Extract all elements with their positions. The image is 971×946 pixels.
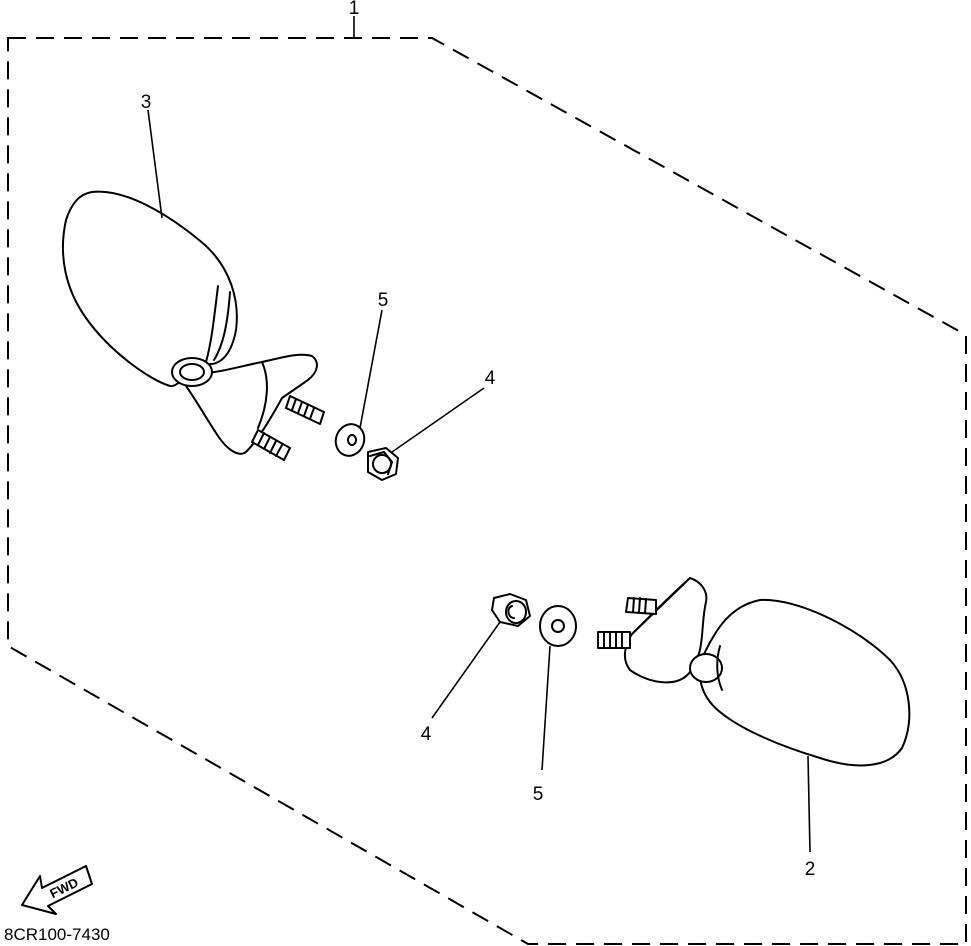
- callout-nut-upper: 4: [485, 368, 496, 389]
- left-mirror-stud-lower: [251, 429, 291, 461]
- callout-right-mirror: 2: [805, 859, 816, 880]
- left-mirror-stem: [181, 353, 318, 455]
- nut-lower-leader-line: [431, 621, 501, 719]
- right-mirror-stud-upper: [625, 597, 657, 615]
- callout-washer-lower: 5: [533, 784, 544, 805]
- washer-upper-leader-line: [359, 309, 383, 429]
- washer-lower: [539, 605, 577, 647]
- left-mirror-leader-line: [147, 109, 163, 219]
- left-mirror-rim-inner: [213, 291, 231, 361]
- right-mirror-stud-lower: [597, 631, 631, 649]
- left-mirror-stem-edge: [257, 361, 268, 429]
- nut-upper: [367, 447, 399, 481]
- left-mirror-stud-upper: [285, 395, 325, 425]
- right-mirror-leader-line: [807, 755, 811, 853]
- kit-boundary: [7, 37, 967, 945]
- right-mirror-pivot: [689, 653, 723, 683]
- fwd-arrow-icon: FWD: [21, 865, 93, 915]
- callout-washer-upper: 5: [378, 290, 389, 311]
- nut-upper-leader-line: [391, 387, 485, 453]
- left-mirror-rim: [205, 285, 219, 363]
- right-mirror: [597, 577, 911, 767]
- right-mirror-base-edge: [631, 577, 691, 635]
- nut-lower: [491, 593, 531, 627]
- right-mirror-housing: [698, 598, 911, 767]
- left-mirror: [61, 190, 325, 461]
- callout-nut-lower: 4: [421, 724, 432, 745]
- left-mirror-pivot: [171, 357, 213, 387]
- washer-lower-leader-line: [541, 645, 551, 771]
- callout-kit: 1: [349, 0, 360, 19]
- part-code: 8CR100-7430: [4, 925, 110, 944]
- left-mirror-housing: [61, 190, 238, 388]
- washer-upper: [334, 423, 366, 457]
- callout-left-mirror: 3: [141, 92, 152, 113]
